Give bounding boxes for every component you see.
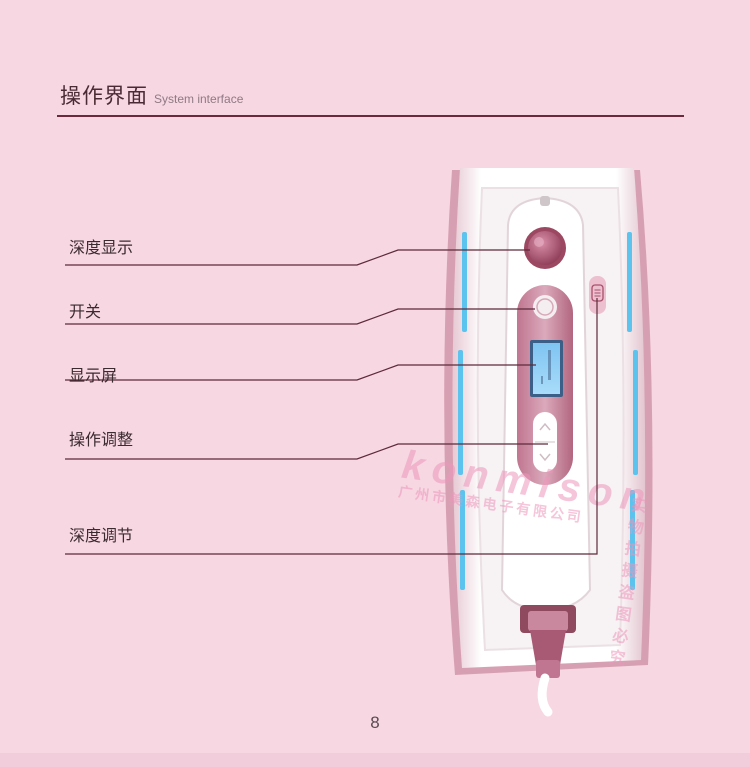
page-subtitle-en: System interface (154, 92, 244, 106)
power-button[interactable] (533, 295, 557, 319)
display-screen (530, 340, 563, 397)
light-strip-right-mid (633, 350, 638, 475)
title-rule (57, 115, 684, 117)
label-power-switch: 开关 (69, 302, 102, 321)
depth-adjust-button[interactable] (589, 276, 606, 314)
depth-display-knob (524, 227, 566, 269)
handpiece-top-cap (540, 196, 550, 206)
light-strip-right-bottom (630, 490, 635, 590)
light-strip-right-top (627, 232, 632, 332)
label-depth-display: 深度显示 (69, 238, 134, 257)
bottom-strip (0, 753, 750, 767)
page-title: 操作界面 System interface (60, 80, 243, 110)
page-number: 8 (370, 713, 380, 732)
cable-connector (520, 605, 576, 717)
page-title-cn: 操作界面 (60, 84, 148, 108)
label-display-screen: 显示屏 (69, 366, 118, 385)
label-operation-adjust: 操作调整 (69, 430, 134, 449)
label-depth-adjust: 深度调节 (69, 526, 134, 545)
light-strip-left-top (462, 232, 467, 332)
